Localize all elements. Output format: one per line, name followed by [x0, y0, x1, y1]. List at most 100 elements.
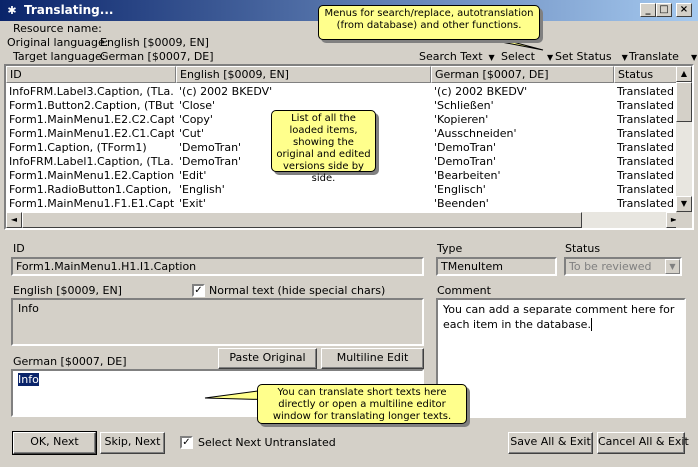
- chevron-down-icon: ▼: [690, 53, 698, 62]
- resource-name-label: Resource name:: [13, 22, 102, 35]
- table-row[interactable]: Form1.Caption, (TForm1)'DemoTran''DemoTr…: [6, 141, 682, 155]
- status-select-value: To be reviewed: [569, 260, 652, 273]
- row-german: '(c) 2002 BKEDV': [434, 85, 528, 98]
- row-german: 'Schließen': [434, 99, 494, 112]
- translate-menu[interactable]: Translate ▼: [629, 50, 697, 63]
- select-next-untranslated-label: Select Next Untranslated: [198, 436, 336, 449]
- chevron-down-icon[interactable]: ▼: [665, 259, 680, 274]
- scroll-down-button[interactable]: ▼: [676, 196, 692, 212]
- chevron-down-icon: ▼: [488, 53, 495, 62]
- minimize-button[interactable]: _: [640, 3, 656, 17]
- maximize-button[interactable]: □: [656, 3, 672, 17]
- table-row[interactable]: Form1.MainMenu1.E2.C2.Capti...'Copy''Kop…: [6, 113, 682, 127]
- row-status: Translated: [617, 85, 674, 98]
- table-row[interactable]: Form1.Button2.Caption, (TButt... 'Close' '…: [6, 99, 682, 113]
- set-status-menu[interactable]: Set Status ▼: [555, 50, 628, 63]
- type-label: Type: [437, 242, 463, 255]
- chevron-down-icon: ▼: [546, 53, 554, 62]
- row-id: Form1.Button2.Caption, (TButt...: [9, 99, 174, 112]
- row-status: Translated: [617, 197, 674, 210]
- items-list[interactable]: ID English [$0009, EN] German [$0007, DE…: [4, 64, 694, 230]
- chevron-down-icon: ▼: [621, 53, 628, 62]
- row-id: Form1.MainMenu1.E2.C1.Capti...: [9, 127, 174, 140]
- row-id: Form1.RadioButton1.Caption, ...: [9, 183, 174, 196]
- row-status: Translated: [617, 183, 674, 196]
- row-id: Form1.Caption, (TForm1): [9, 141, 147, 154]
- row-status: Translated: [617, 169, 674, 182]
- row-german: 'Bearbeiten': [434, 169, 501, 182]
- table-row[interactable]: Form1.RadioButton1.Caption, ... 'English'…: [6, 183, 682, 197]
- row-status: Translated: [617, 127, 674, 140]
- column-header-id[interactable]: ID: [6, 66, 176, 83]
- column-header-german[interactable]: German [$0007, DE]: [431, 66, 614, 83]
- german-text-selection: Info: [18, 373, 39, 386]
- row-status: Translated: [617, 141, 674, 154]
- row-english: '(c) 2002 BKEDV': [179, 85, 273, 98]
- select-menu[interactable]: Select ▼: [501, 50, 553, 63]
- set-status-label: Set Status: [555, 50, 612, 63]
- skip-next-button[interactable]: Skip, Next: [100, 432, 165, 454]
- scroll-corner: [676, 212, 692, 228]
- scroll-thumb[interactable]: [676, 82, 692, 122]
- normal-text-label: Normal text (hide special chars): [209, 284, 386, 297]
- row-status: Translated: [617, 113, 674, 126]
- status-label: Status: [565, 242, 601, 255]
- target-language-value: German [$0007, DE]: [100, 50, 214, 63]
- cancel-all-exit-button[interactable]: Cancel All & Exit: [597, 432, 689, 454]
- paste-original-button[interactable]: Paste Original: [218, 348, 317, 369]
- row-english: 'Edit': [179, 169, 207, 182]
- list-header: ID English [$0009, EN] German [$0007, DE…: [6, 66, 682, 83]
- app-icon: ✱: [7, 4, 17, 17]
- list-vertical-scrollbar[interactable]: ▲ ▼: [676, 66, 692, 212]
- translate-label: Translate: [629, 50, 679, 63]
- row-status: Translated: [617, 155, 674, 168]
- scroll-up-button[interactable]: ▲: [676, 66, 692, 82]
- target-language-label: Target language:: [13, 50, 106, 63]
- scroll-left-button[interactable]: ◄: [6, 212, 22, 228]
- search-text-menu[interactable]: Search Text ▼: [419, 50, 495, 63]
- original-language-label: Original language:: [7, 36, 109, 49]
- comment-text: You can add a separate comment here for …: [443, 303, 675, 331]
- id-field: Form1.MainMenu1.H1.I1.Caption: [11, 257, 424, 276]
- normal-text-checkbox[interactable]: ✓: [192, 284, 205, 297]
- type-field: TMenuItem: [436, 257, 557, 276]
- save-all-exit-button[interactable]: Save All & Exit: [508, 432, 593, 454]
- table-row[interactable]: Form1.MainMenu1.F1.E1.Capti... 'Exit' 'Bee…: [6, 197, 682, 211]
- row-german: 'Kopieren': [434, 113, 489, 126]
- list-horizontal-scrollbar[interactable]: ◄ ►: [6, 212, 682, 228]
- callout-list: List of all the loaded items, showing th…: [271, 110, 376, 184]
- english-label: English [$0009, EN]: [13, 284, 122, 297]
- callout-translate: You can translate short texts here direc…: [257, 384, 467, 424]
- row-status: Translated: [617, 99, 674, 112]
- row-id: InfoFRM.Label1.Caption, (TLa...: [9, 155, 174, 168]
- column-header-english[interactable]: English [$0009, EN]: [176, 66, 431, 83]
- multiline-edit-button[interactable]: Multiline Edit: [321, 348, 424, 369]
- table-row[interactable]: Form1.MainMenu1.E2.Caption,...'Edit''Bea…: [6, 169, 682, 183]
- close-button[interactable]: ×: [676, 3, 692, 17]
- table-row[interactable]: Form1.MainMenu1.E2.C1.Capti...'Cut''Auss…: [6, 127, 682, 141]
- row-german: 'DemoTran': [434, 155, 497, 168]
- row-english: 'DemoTran': [179, 155, 242, 168]
- row-english: 'English': [179, 183, 225, 196]
- row-german: 'Beenden': [434, 197, 489, 210]
- select-next-untranslated-checkbox[interactable]: ✓: [180, 436, 193, 449]
- ok-next-button[interactable]: OK, Next: [12, 431, 97, 455]
- row-english: 'Copy': [179, 113, 213, 126]
- search-text-label: Search Text: [419, 50, 483, 63]
- status-select[interactable]: To be reviewed ▼: [564, 257, 682, 276]
- window-title: Translating...: [24, 3, 114, 17]
- german-label: German [$0007, DE]: [13, 355, 127, 368]
- table-row[interactable]: InfoFRM.Label3.Caption, (TLa... '(c) 2002…: [6, 85, 682, 99]
- row-id: Form1.MainMenu1.F1.E1.Capti...: [9, 197, 174, 210]
- comment-label: Comment: [437, 284, 491, 297]
- scroll-thumb[interactable]: [22, 212, 582, 228]
- callout-menus: Menus for search/replace, autotranslatio…: [318, 5, 540, 40]
- table-row[interactable]: InfoFRM.Label1.Caption, (TLa... 'DemoTran…: [6, 155, 682, 169]
- select-label: Select: [501, 50, 535, 63]
- row-english: 'Exit': [179, 197, 206, 210]
- row-german: 'Ausschneiden': [434, 127, 517, 140]
- row-english: 'Close': [179, 99, 216, 112]
- comment-textarea[interactable]: You can add a separate comment here for …: [436, 298, 686, 418]
- row-id: InfoFRM.Label3.Caption, (TLa...: [9, 85, 174, 98]
- english-text-field: Info: [11, 298, 424, 346]
